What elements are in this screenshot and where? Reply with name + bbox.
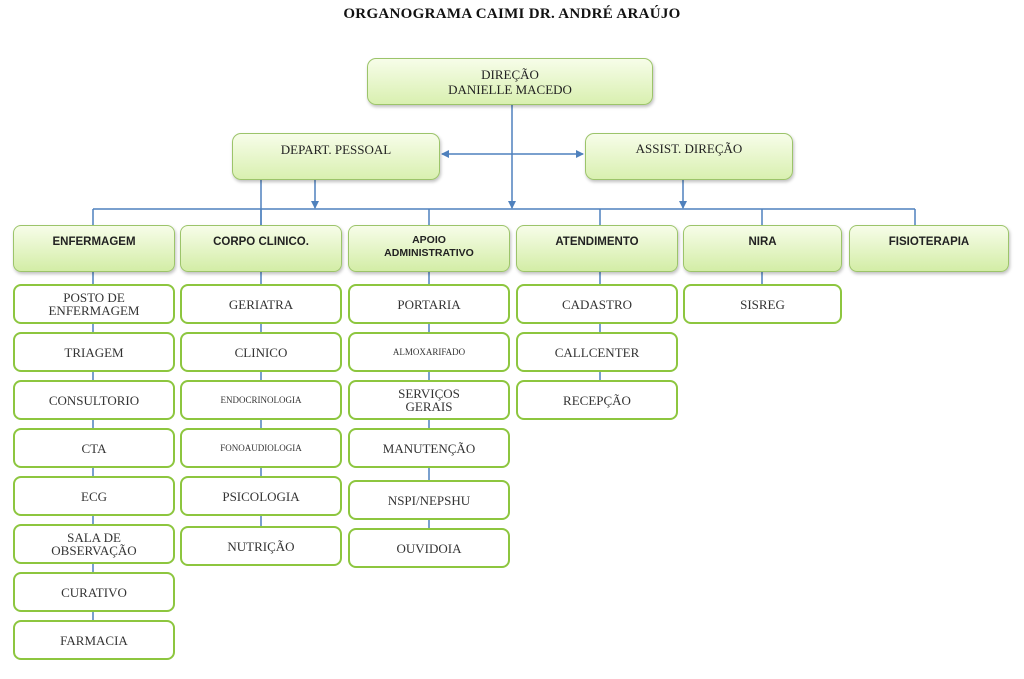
- unit-box: RECEPÇÃO: [516, 380, 678, 420]
- department-header: NIRA: [683, 225, 842, 272]
- department-header: ATENDIMENTO: [516, 225, 678, 272]
- unit-box: CADASTRO: [516, 284, 678, 324]
- unit-box: PORTARIA: [348, 284, 510, 324]
- depart-pessoal-box: DEPART. PESSOAL: [232, 133, 440, 180]
- unit-box: ALMOXARIFADO: [348, 332, 510, 372]
- unit-box: ENDOCRINOLOGIA: [180, 380, 342, 420]
- assist-direcao-box: ASSIST. DIREÇÃO: [585, 133, 793, 180]
- unit-box: FARMACIA: [13, 620, 175, 660]
- unit-box: CLINICO: [180, 332, 342, 372]
- unit-box: SISREG: [683, 284, 842, 324]
- unit-box: CTA: [13, 428, 175, 468]
- unit-box: NUTRIÇÃO: [180, 526, 342, 566]
- department-header: ENFERMAGEM: [13, 225, 175, 272]
- unit-box: NSPI/NEPSHU: [348, 480, 510, 520]
- department-header: APOIO ADMINISTRATIVO: [348, 225, 510, 272]
- unit-box: MANUTENÇÃO: [348, 428, 510, 468]
- unit-box: CONSULTORIO: [13, 380, 175, 420]
- unit-box: POSTO DE ENFERMAGEM: [13, 284, 175, 324]
- unit-box: TRIAGEM: [13, 332, 175, 372]
- unit-box: FONOAUDIOLOGIA: [180, 428, 342, 468]
- unit-box: SALA DE OBSERVAÇÃO: [13, 524, 175, 564]
- chart-title: ORGANOGRAMA CAIMI DR. ANDRÉ ARAÚJO: [343, 6, 681, 22]
- direcao-title: DIREÇÃO: [481, 66, 539, 82]
- unit-box: OUVIDOIA: [348, 528, 510, 568]
- unit-box: PSICOLOGIA: [180, 476, 342, 516]
- unit-box: ECG: [13, 476, 175, 516]
- unit-box: CURATIVO: [13, 572, 175, 612]
- unit-box: SERVIÇOS GERAIS: [348, 380, 510, 420]
- unit-box: GERIATRA: [180, 284, 342, 324]
- department-header: FISIOTERAPIA: [849, 225, 1009, 272]
- department-header: CORPO CLINICO.: [180, 225, 342, 272]
- direcao-name: DANIELLE MACEDO: [448, 81, 572, 97]
- unit-box: CALLCENTER: [516, 332, 678, 372]
